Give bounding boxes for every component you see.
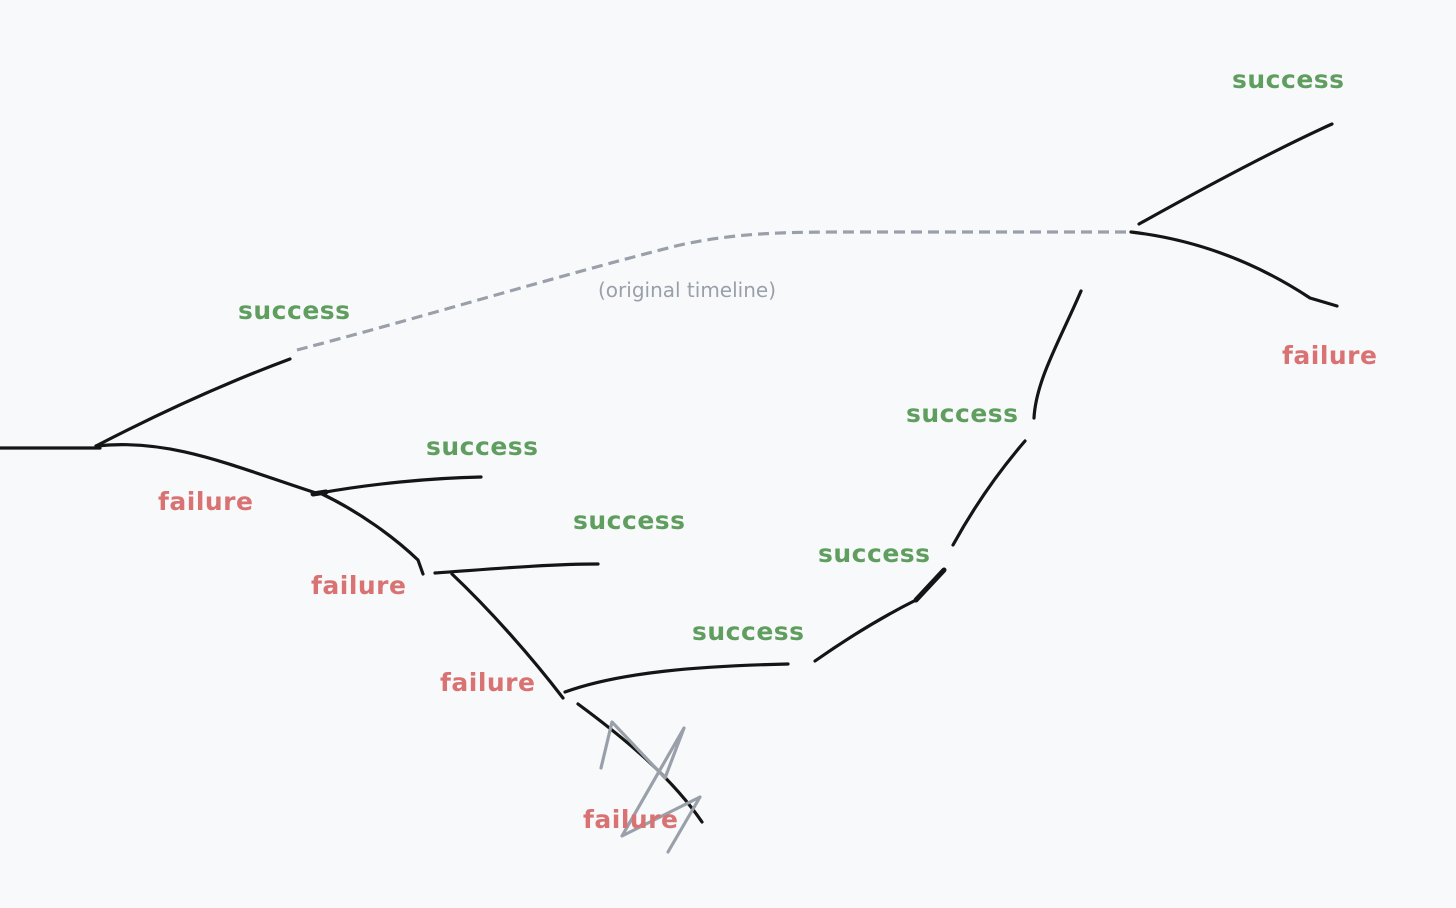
branch-failure1-success (318, 475, 483, 495)
label-failure-1: failure (158, 487, 253, 516)
original-timeline-path (296, 230, 1128, 352)
label-success-bottom: success (692, 617, 805, 646)
scribble-crossout (599, 720, 702, 854)
label-failure-top-right: failure (1282, 341, 1377, 370)
branch-failure3-success (563, 662, 790, 694)
label-success-right-upper: success (906, 399, 1019, 428)
label-success-right-lower: success (818, 539, 931, 568)
node-recovery-1 (913, 567, 947, 603)
branch-root-failure (94, 442, 318, 495)
branch-fork-success (1137, 122, 1334, 226)
branch-failure2-success (433, 562, 600, 575)
label-success-branch-1: success (426, 432, 539, 461)
label-failure-2: failure (311, 571, 406, 600)
label-success-upper-left: success (238, 296, 351, 325)
label-success-top-right: success (1232, 65, 1345, 94)
label-success-branch-2: success (573, 506, 686, 535)
branch-failure1-failure2 (318, 491, 425, 576)
branch-recovery-3 (1032, 289, 1083, 420)
branch-fork-failure (1129, 230, 1339, 308)
branch-failure2-failure3 (450, 572, 565, 700)
branch-recovery-1 (813, 598, 918, 663)
label-failure-crossed: failure (583, 805, 678, 834)
branch-recovery-2 (951, 439, 1027, 547)
label-failure-3: failure (440, 668, 535, 697)
branch-root-success (94, 357, 292, 448)
label-original-timeline: (original timeline) (598, 278, 776, 302)
